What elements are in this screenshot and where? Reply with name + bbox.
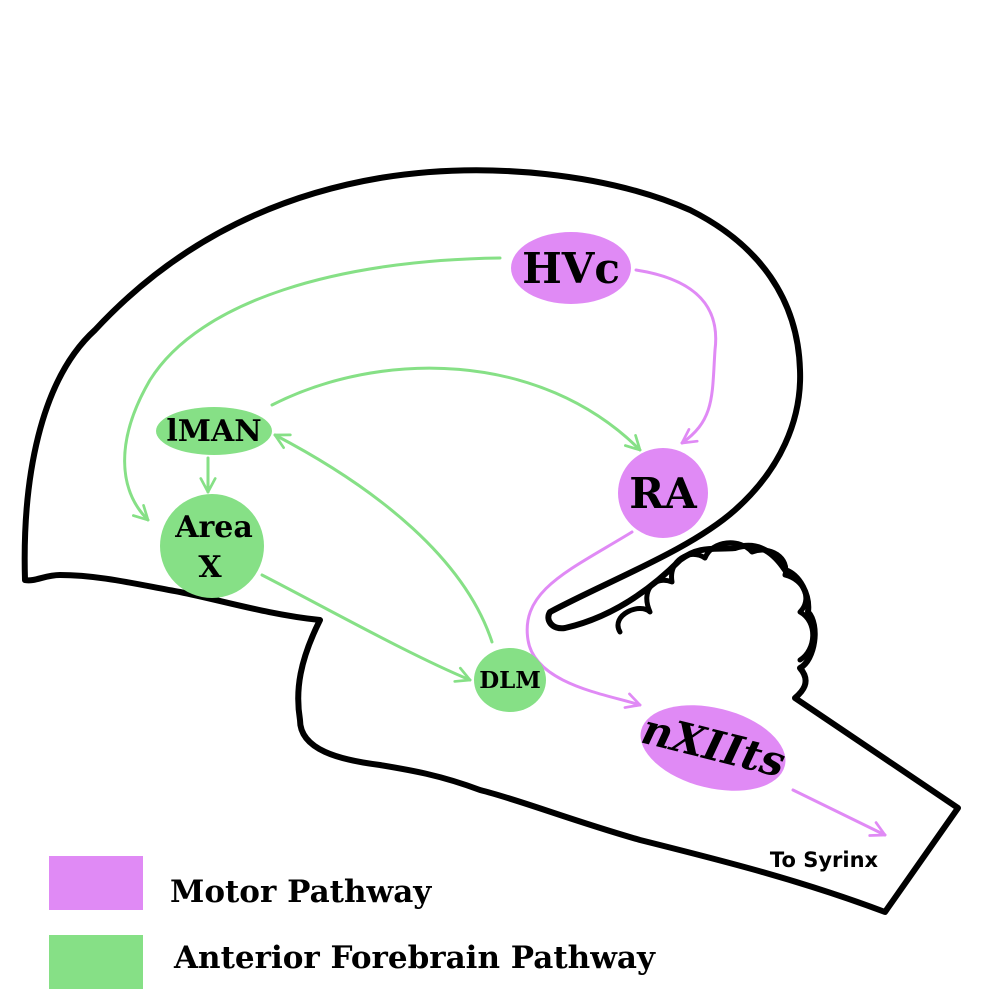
node-areax: Area X: [160, 494, 264, 598]
arrow-nxiits-to-syrinx: [791, 788, 887, 837]
node-ra: RA: [618, 448, 708, 538]
node-lman: lMAN: [156, 407, 272, 455]
legend-anterior-swatch: [49, 935, 143, 989]
node-areax-label-line1: Area: [174, 510, 253, 545]
arrow-hvc-to-areax: [123, 256, 502, 522]
node-hvc-label: HVc: [522, 244, 620, 293]
legend-motor-label: Motor Pathway: [170, 874, 432, 910]
node-areax-label-line2: X: [198, 550, 222, 585]
node-hvc: HVc: [511, 232, 631, 304]
cerebellum-outline: [615, 540, 816, 663]
arrow-hvc-to-ra: [634, 268, 718, 445]
syrinx-output-label: To Syrinx: [770, 848, 879, 872]
legend-anterior-label: Anterior Forebrain Pathway: [174, 940, 655, 976]
arrow-ra-to-nxiits: [525, 530, 642, 709]
arrow-lman-to-ra: [270, 366, 642, 452]
legend-motor-swatch: [49, 856, 143, 910]
node-dlm: DLM: [474, 648, 546, 712]
node-ra-label: RA: [629, 469, 698, 518]
arrow-areax-to-dlm: [260, 573, 472, 683]
node-lman-label: lMAN: [166, 414, 261, 449]
arrow-dlm-to-lman: [273, 433, 494, 644]
node-dlm-label: DLM: [479, 667, 541, 694]
